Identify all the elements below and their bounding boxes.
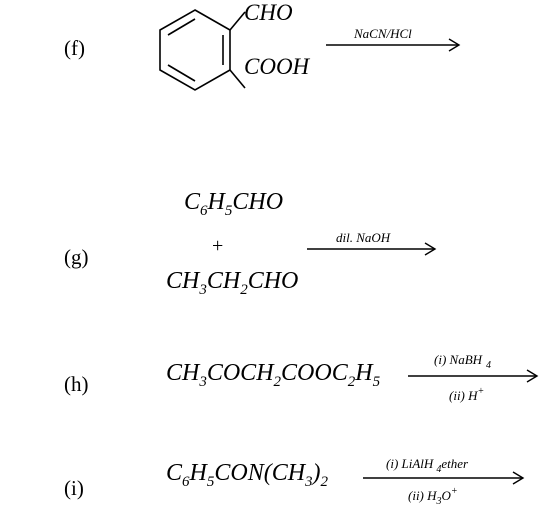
reactant-propanal: CH3CH2CHO (166, 268, 299, 298)
reaction-arrow-i (363, 471, 525, 485)
reagent-i-bottom: (ii) H3O+ (408, 486, 458, 507)
label-i: (i) (64, 476, 84, 500)
subscript: 2 (273, 374, 282, 390)
formula-part: CHO (232, 189, 284, 215)
plus-sign: + (212, 235, 224, 257)
reagent-f: NaCN/HCl (354, 26, 412, 41)
formula-part: CH (206, 268, 241, 294)
group-cooh: COOH (244, 54, 310, 79)
subscript: 5 (372, 374, 381, 390)
reaction-arrow-f (326, 38, 461, 52)
formula-part: COOC (281, 360, 348, 386)
label-f: (f) (64, 36, 85, 60)
reaction-arrow-g (307, 242, 437, 256)
label-g: (g) (64, 245, 89, 269)
formula-part: C (184, 189, 201, 215)
reagent-text: O (441, 488, 451, 503)
formula-part: CH (166, 360, 200, 386)
subscript: 3 (199, 374, 207, 390)
subscript: 6 (182, 474, 190, 490)
subscript: 3 (199, 282, 207, 298)
reagent-text: ether (441, 456, 469, 471)
subscript: 2 (347, 374, 356, 390)
subscript: 2 (320, 474, 329, 490)
reagent-text: (i) NaBH (434, 352, 483, 367)
formula-part: H (189, 460, 207, 486)
subscript: 4 (436, 464, 442, 475)
superscript: + (477, 386, 485, 397)
reagent-h-bottom: (ii) H+ (449, 386, 485, 404)
formula-part: COCH (206, 360, 274, 386)
subscript: 2 (240, 282, 248, 298)
formula-part: ) (312, 460, 321, 486)
subscript: 3 (305, 474, 313, 490)
reactant-ethyl-acetoacetate: CH3COCH2COOC2H5 (166, 360, 381, 390)
superscript: + (450, 486, 458, 497)
label-h: (h) (64, 372, 89, 396)
reagent-g: dil. NaOH (336, 230, 391, 245)
reactant-benzaldehyde: C6H5CHO (184, 189, 284, 219)
subscript: 5 (224, 203, 233, 219)
subscript: 4 (486, 360, 492, 371)
formula-part: CH (166, 268, 200, 294)
subscript: 6 (200, 203, 208, 219)
reagent-text: (ii) H (449, 388, 478, 403)
reactant-dimethylbenzamide: C6H5CON(CH3)2 (166, 460, 329, 490)
formula-part: CON(CH (214, 460, 306, 486)
reagent-text: (i) LiAlH (386, 456, 434, 471)
benzene-ring-structure (159, 9, 246, 91)
formula-part: H (207, 189, 225, 215)
subscript: 3 (436, 496, 442, 507)
formula-part: H (355, 360, 373, 386)
formula-part: CHO (247, 268, 299, 294)
formula-part: C (166, 460, 183, 486)
group-cho: CHO (244, 0, 293, 25)
subscript: 5 (206, 474, 215, 490)
reaction-arrow-h (408, 369, 539, 383)
reagent-text: (ii) H (408, 488, 437, 503)
